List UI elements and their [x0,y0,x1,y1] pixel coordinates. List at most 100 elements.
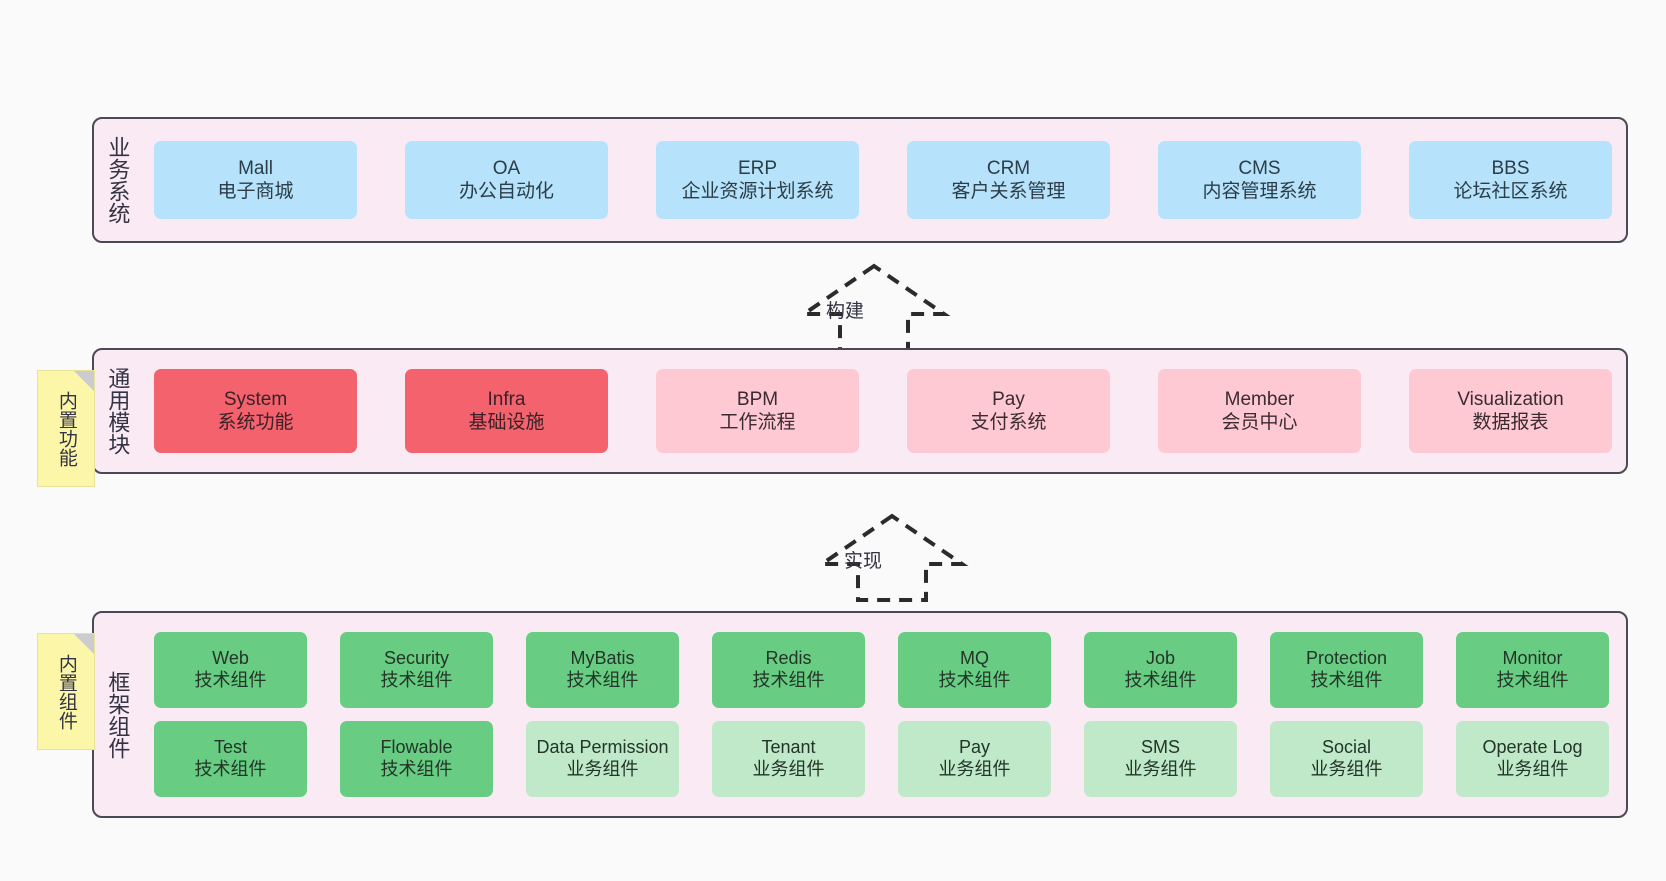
arrow-up-dashed-icon [815,513,969,602]
card-en-label: Tenant [761,737,816,758]
card-en-label: BPM [736,388,779,410]
card-cn-label: 电子商城 [217,181,294,202]
framework-card-operate-log[interactable]: Operate Log 业务组件 [1456,721,1609,797]
card-en-label: Pay [958,737,991,758]
framework-card-data-permission[interactable]: Data Permission 业务组件 [526,721,679,797]
sticky-note-label: 内置组件 [55,653,77,730]
card-cn-label: 数据报表 [1472,412,1549,433]
arrow-up-dashed-icon [797,263,951,352]
common-card-visualization[interactable]: Visualization 数据报表 [1409,369,1612,453]
card-cn-label: 技术组件 [1124,670,1197,690]
card-cn-label: 技术组件 [380,670,453,690]
framework-card-sms[interactable]: SMS 业务组件 [1084,721,1237,797]
framework-card-mq[interactable]: MQ 技术组件 [898,632,1051,708]
layer-body-business: Mall 电子商城 OA 办公自动化 ERP 企业资源计划系统 CRM 客户关系… [140,119,1626,241]
connector-arrow-build: 构建 [796,258,966,356]
sticky-note-label: 内置功能 [55,390,77,467]
business-card-erp[interactable]: ERP 企业资源计划系统 [656,141,859,219]
card-cn-label: 业务组件 [938,759,1011,779]
card-en-label: OA [492,157,521,179]
card-en-label: Operate Log [1482,737,1583,758]
layer-panel-common: 通用模块 System 系统功能 Infra 基础设施 BPM 工作流程 Pay… [92,348,1628,474]
card-cn-label: 业务组件 [1124,759,1197,779]
framework-card-flowable[interactable]: Flowable 技术组件 [340,721,493,797]
card-cn-label: 系统功能 [217,412,294,433]
business-card-row: Mall 电子商城 OA 办公自动化 ERP 企业资源计划系统 CRM 客户关系… [154,141,1612,219]
card-en-label: Monitor [1502,648,1563,669]
card-cn-label: 技术组件 [1310,670,1383,690]
layer-title-business: 业务系统 [105,136,131,224]
card-en-label: Data Permission [536,737,669,758]
common-card-row: System 系统功能 Infra 基础设施 BPM 工作流程 Pay 支付系统… [154,369,1612,453]
sticky-fold-corner-icon [74,371,94,391]
card-cn-label: 技术组件 [194,670,267,690]
common-card-pay[interactable]: Pay 支付系统 [907,369,1110,453]
card-en-label: Member [1224,388,1295,410]
framework-card-row-business: Test 技术组件 Flowable 技术组件 Data Permission … [154,721,1609,797]
business-card-mall[interactable]: Mall 电子商城 [154,141,357,219]
business-card-oa[interactable]: OA 办公自动化 [405,141,608,219]
framework-card-tenant[interactable]: Tenant 业务组件 [712,721,865,797]
layer-title-common: 通用模块 [105,367,131,455]
framework-card-security[interactable]: Security 技术组件 [340,632,493,708]
business-card-crm[interactable]: CRM 客户关系管理 [907,141,1110,219]
card-en-label: Security [383,648,450,669]
framework-card-social[interactable]: Social 业务组件 [1270,721,1423,797]
card-en-label: MQ [960,648,989,669]
layer-panel-framework: 框架组件 Web 技术组件 Security 技术组件 MyBatis 技术组件 [92,611,1628,818]
card-cn-label: 论坛社区系统 [1453,181,1568,202]
card-cn-label: 企业资源计划系统 [681,181,834,202]
card-cn-label: 基础设施 [468,412,545,433]
connector-label-build: 构建 [826,301,865,322]
framework-card-protection[interactable]: Protection 技术组件 [1270,632,1423,708]
common-card-system[interactable]: System 系统功能 [154,369,357,453]
card-en-label: Social [1321,737,1372,758]
card-cn-label: 办公自动化 [458,181,554,202]
card-en-label: Flowable [380,737,453,758]
framework-card-test[interactable]: Test 技术组件 [154,721,307,797]
card-cn-label: 支付系统 [970,412,1047,433]
sticky-fold-corner-icon [74,634,94,654]
card-cn-label: 客户关系管理 [951,181,1066,202]
card-en-label: MyBatis [570,648,635,669]
common-card-member[interactable]: Member 会员中心 [1158,369,1361,453]
card-cn-label: 技术组件 [566,670,639,690]
framework-card-pay[interactable]: Pay 业务组件 [898,721,1051,797]
card-cn-label: 业务组件 [1496,759,1569,779]
card-en-label: Infra [487,388,526,410]
card-cn-label: 技术组件 [194,759,267,779]
common-card-infra[interactable]: Infra 基础设施 [405,369,608,453]
framework-card-web[interactable]: Web 技术组件 [154,632,307,708]
framework-card-job[interactable]: Job 技术组件 [1084,632,1237,708]
framework-card-grid: Web 技术组件 Security 技术组件 MyBatis 技术组件 Redi… [154,632,1609,797]
business-card-cms[interactable]: CMS 内容管理系统 [1158,141,1361,219]
card-cn-label: 技术组件 [1496,670,1569,690]
card-en-label: SMS [1140,737,1180,758]
layer-body-framework: Web 技术组件 Security 技术组件 MyBatis 技术组件 Redi… [140,613,1626,816]
common-card-bpm[interactable]: BPM 工作流程 [656,369,859,453]
layer-body-common: System 系统功能 Infra 基础设施 BPM 工作流程 Pay 支付系统… [140,350,1626,472]
card-en-label: Test [213,737,247,758]
card-en-label: Job [1145,648,1176,669]
card-en-label: ERP [737,157,778,179]
card-cn-label: 技术组件 [752,670,825,690]
card-cn-label: 技术组件 [380,759,453,779]
layer-panel-business: 业务系统 Mall 电子商城 OA 办公自动化 ERP 企业资源计划系统 CRM… [92,117,1628,243]
framework-card-redis[interactable]: Redis 技术组件 [712,632,865,708]
card-cn-label: 内容管理系统 [1202,181,1317,202]
card-en-label: System [223,388,288,410]
sticky-note-builtin-components: 内置组件 [37,633,95,750]
layer-title-framework: 框架组件 [105,670,131,759]
framework-card-mybatis[interactable]: MyBatis 技术组件 [526,632,679,708]
card-cn-label: 业务组件 [752,759,825,779]
connector-arrow-implement: 实现 [814,508,984,606]
card-cn-label: 业务组件 [566,759,639,779]
card-en-label: Pay [992,388,1025,410]
card-en-label: BBS [1491,157,1530,179]
business-card-bbs[interactable]: BBS 论坛社区系统 [1409,141,1612,219]
card-en-label: Redis [765,648,812,669]
card-cn-label: 工作流程 [719,412,796,433]
card-cn-label: 业务组件 [1310,759,1383,779]
card-en-label: Mall [238,157,273,179]
framework-card-monitor[interactable]: Monitor 技术组件 [1456,632,1609,708]
